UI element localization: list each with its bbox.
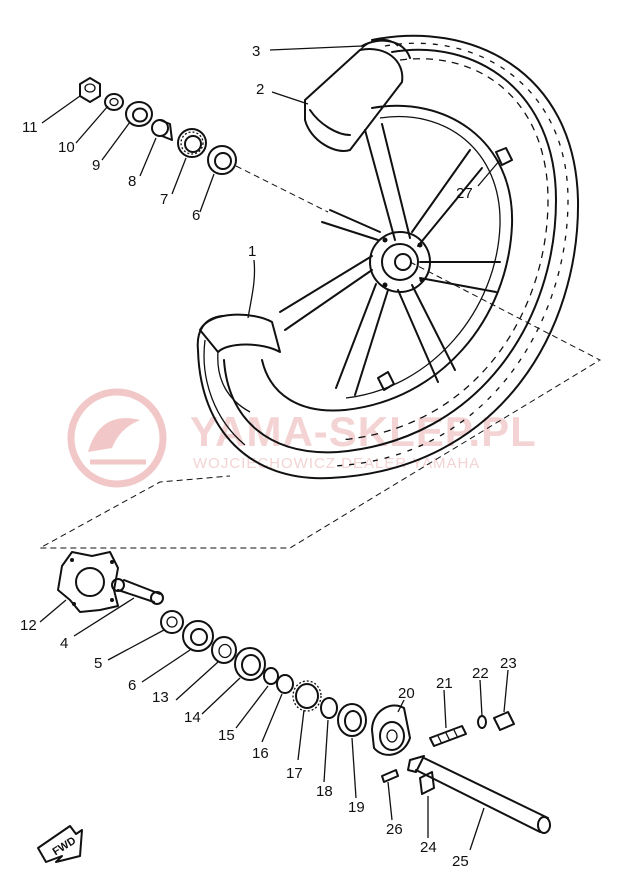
- forward-arrow: FWD: [37, 825, 83, 863]
- callout-10: 10: [58, 139, 75, 156]
- callout-6-upper: 6: [192, 207, 200, 224]
- callout-9: 9: [92, 157, 100, 174]
- callout-15: 15: [218, 727, 235, 744]
- callout-26: 26: [386, 821, 403, 838]
- seal-19: [337, 703, 367, 737]
- cotter-26: [381, 769, 399, 783]
- callout-18: 18: [316, 783, 333, 800]
- rim-band-tube: [304, 39, 411, 152]
- upper-small-parts: [79, 77, 329, 213]
- assembly-boundary: [39, 261, 602, 549]
- callout-14: 14: [184, 709, 201, 726]
- collar-5: [160, 610, 184, 634]
- spacer-4: [111, 578, 164, 605]
- callout-7: 7: [160, 191, 168, 208]
- seal-9: [125, 101, 153, 127]
- nut-11: [79, 77, 101, 103]
- ring-16: [276, 674, 294, 694]
- gear-17: [292, 680, 322, 712]
- bearing-6-upper: [207, 145, 237, 175]
- wheel-assembly: [196, 34, 580, 480]
- washer-18: [320, 697, 338, 719]
- callout-2: 2: [256, 81, 264, 98]
- bearing-7: [177, 128, 207, 158]
- hub: [369, 231, 431, 293]
- seal-14: [234, 647, 266, 681]
- lower-parts: [57, 551, 551, 834]
- callout-21: 21: [436, 675, 453, 692]
- fwd-label: FWD: [51, 835, 79, 858]
- leader-lines: [39, 45, 509, 851]
- washer-10: [104, 93, 124, 111]
- callout-17: 17: [286, 765, 303, 782]
- callout-19: 19: [348, 799, 365, 816]
- callout-13: 13: [152, 689, 169, 706]
- callout-1: 1: [248, 243, 256, 260]
- collar-8: [151, 119, 173, 141]
- pin-24: [419, 771, 435, 795]
- callout-27: 27: [456, 185, 473, 202]
- watermark-logo: [67, 388, 167, 488]
- callout-24: 24: [420, 839, 437, 856]
- callout-3: 3: [252, 43, 260, 60]
- watermark-title: YAMA-SKLEP.PL: [190, 408, 537, 455]
- callout-4: 4: [60, 635, 68, 652]
- callout-20: 20: [398, 685, 415, 702]
- tire-outline: [196, 34, 580, 480]
- oring-22: [477, 715, 487, 729]
- cable-drive-21: [429, 725, 467, 747]
- axle-25: [407, 755, 551, 834]
- callout-22: 22: [472, 665, 489, 682]
- spokes: [279, 123, 501, 396]
- spacer-13: [211, 636, 237, 664]
- callout-23: 23: [500, 655, 517, 672]
- washer-15: [263, 667, 279, 685]
- callout-16: 16: [252, 745, 269, 762]
- callout-11: 11: [22, 119, 38, 136]
- bearing-6-lower: [182, 620, 214, 652]
- watermark-subtitle: WOJCIECHOWICZ DEALER YAMAHA: [193, 455, 480, 472]
- callout-5: 5: [94, 655, 102, 672]
- callout-25: 25: [452, 853, 469, 870]
- flange-12: [57, 551, 119, 613]
- callout-8: 8: [128, 173, 136, 190]
- callout-6-lower: 6: [128, 677, 136, 694]
- watermark: YAMA-SKLEP.PL WOJCIECHOWICZ DEALER YAMAH…: [67, 388, 537, 488]
- callout-12: 12: [20, 617, 37, 634]
- bushing-23: [493, 711, 515, 731]
- gear-housing-20: [371, 704, 411, 756]
- callout-labels: 3 2 1 11 10 9 8 7 6 27 12 4 5 6 13 14 15…: [20, 43, 517, 870]
